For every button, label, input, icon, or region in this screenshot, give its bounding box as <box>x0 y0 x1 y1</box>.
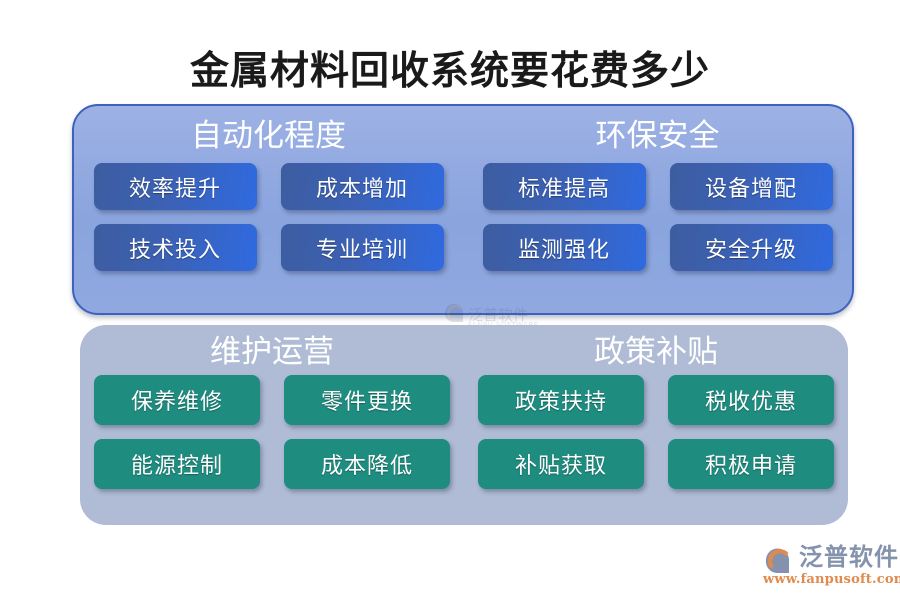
cell-grid-policy-subsidy: 政策扶持 税收优惠 补贴获取 积极申请 <box>464 375 848 503</box>
panel-maintenance-policy: 维护运营 保养维修 零件更换 能源控制 成本降低 政策补贴 政策扶持 税收优惠 <box>80 325 848 525</box>
cell-item[interactable]: 专业培训 <box>280 224 444 271</box>
logo-url: www.fanpusoft.com <box>763 572 900 587</box>
cell-item[interactable]: 监测强化 <box>482 224 646 271</box>
cell-item[interactable]: 技术投入 <box>93 224 257 271</box>
group-environment-safety: 环保安全 标准提高 设备增配 监测强化 安全升级 <box>463 106 852 313</box>
panel-automation-environment: 自动化程度 效率提升 成本增加 技术投入 专业培训 环保安全 标准提高 设备增配 <box>72 104 854 329</box>
cell-item[interactable]: 政策扶持 <box>478 375 644 425</box>
cell-row: 保养维修 零件更换 <box>80 375 464 425</box>
cell-item[interactable]: 安全升级 <box>669 224 833 271</box>
group-title-maintenance-operation: 维护运营 <box>210 334 334 370</box>
cell-item[interactable]: 补贴获取 <box>478 439 644 489</box>
cell-row: 补贴获取 积极申请 <box>464 439 848 489</box>
cell-row: 监测强化 安全升级 <box>463 224 852 271</box>
brand-logo: 泛普软件 www.fanpusoft.com <box>762 543 900 589</box>
page-title: 金属材料回收系统要花费多少 <box>189 48 710 94</box>
group-title-automation: 自动化程度 <box>191 118 346 154</box>
cell-row: 能源控制 成本降低 <box>80 439 464 489</box>
cell-row: 政策扶持 税收优惠 <box>464 375 848 425</box>
group-title-environment-safety: 环保安全 <box>595 118 720 154</box>
cell-row: 技术投入 专业培训 <box>74 224 463 271</box>
cell-row: 标准提高 设备增配 <box>463 163 852 210</box>
cell-grid-maintenance-operation: 保养维修 零件更换 能源控制 成本降低 <box>80 375 464 503</box>
cell-item[interactable]: 成本增加 <box>280 163 444 210</box>
group-title-policy-subsidy: 政策补贴 <box>594 334 718 370</box>
cell-grid-automation: 效率提升 成本增加 技术投入 专业培训 <box>74 163 463 285</box>
cell-item[interactable]: 积极申请 <box>668 439 834 489</box>
fanpu-logo-icon <box>765 548 789 574</box>
logo-name: 泛普软件 <box>799 543 899 571</box>
cell-item[interactable]: 设备增配 <box>669 163 833 210</box>
cell-item[interactable]: 税收优惠 <box>668 375 834 425</box>
cell-item[interactable]: 零件更换 <box>284 375 450 425</box>
group-automation: 自动化程度 效率提升 成本增加 技术投入 专业培训 <box>74 106 463 313</box>
cell-grid-environment-safety: 标准提高 设备增配 监测强化 安全升级 <box>463 163 852 285</box>
group-maintenance-operation: 维护运营 保养维修 零件更换 能源控制 成本降低 <box>80 325 464 525</box>
cell-row: 效率提升 成本增加 <box>74 163 463 210</box>
cell-item[interactable]: 保养维修 <box>94 375 260 425</box>
cell-item[interactable]: 标准提高 <box>482 163 646 210</box>
group-policy-subsidy: 政策补贴 政策扶持 税收优惠 补贴获取 积极申请 <box>464 325 848 525</box>
cell-item[interactable]: 效率提升 <box>93 163 257 210</box>
cell-item[interactable]: 能源控制 <box>94 439 260 489</box>
cell-item[interactable]: 成本降低 <box>284 439 450 489</box>
